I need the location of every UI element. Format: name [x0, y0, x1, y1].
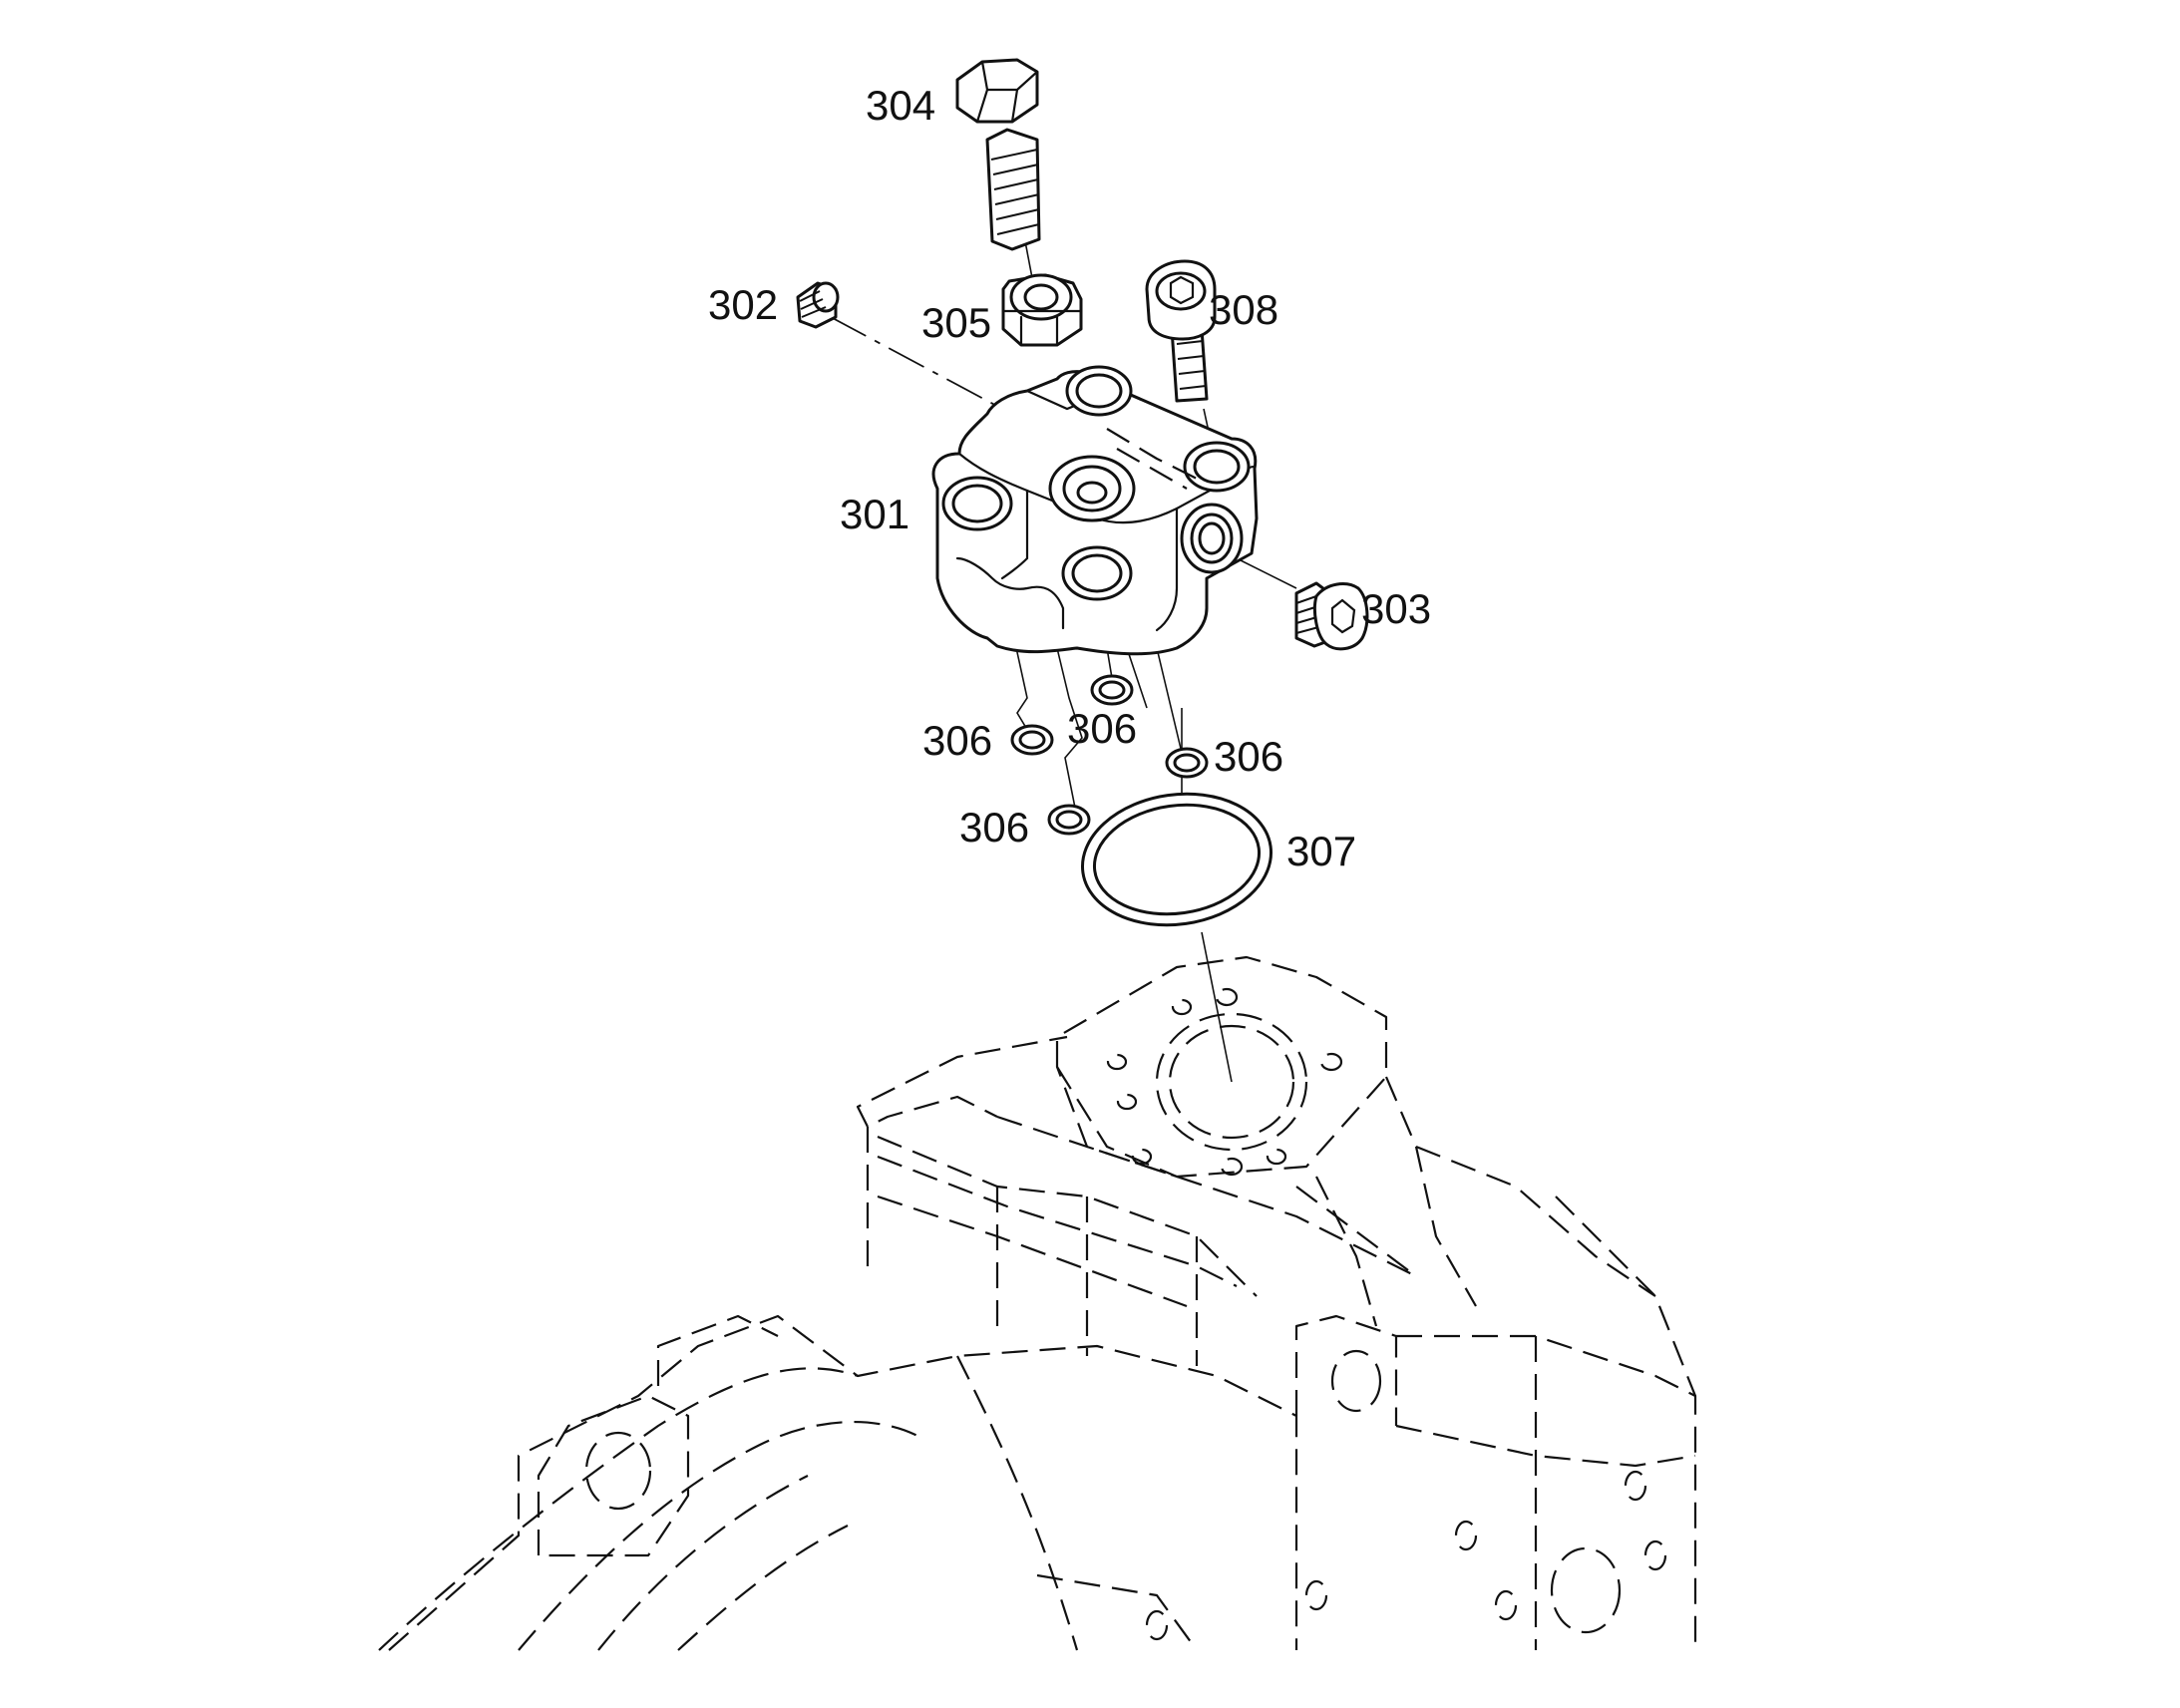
callout-306-lower: 306 — [959, 804, 1029, 851]
callout-labels: 304 302 305 308 301 303 306 306 306 306 … — [708, 82, 1431, 874]
large-o-ring-307 — [1080, 792, 1273, 927]
callout-308: 308 — [1209, 286, 1278, 333]
plug-303 — [1294, 581, 1369, 651]
valve-body-301 — [931, 365, 1259, 656]
callout-301: 301 — [840, 491, 909, 537]
set-screw-302 — [796, 281, 840, 329]
callout-306-center: 306 — [1067, 705, 1137, 752]
callout-306-right: 306 — [1214, 733, 1283, 780]
bolt-304 — [955, 58, 1041, 251]
callout-305: 305 — [921, 299, 991, 346]
o-rings-306 — [1010, 674, 1209, 836]
callout-302: 302 — [708, 281, 778, 328]
callout-307: 307 — [1286, 828, 1356, 874]
cap-screw-308 — [1145, 259, 1217, 403]
callout-303: 303 — [1361, 585, 1431, 632]
nut-305 — [1001, 273, 1083, 347]
housing-phantom — [378, 955, 1697, 1651]
callout-306-left: 306 — [922, 717, 992, 764]
callout-304: 304 — [866, 82, 935, 129]
